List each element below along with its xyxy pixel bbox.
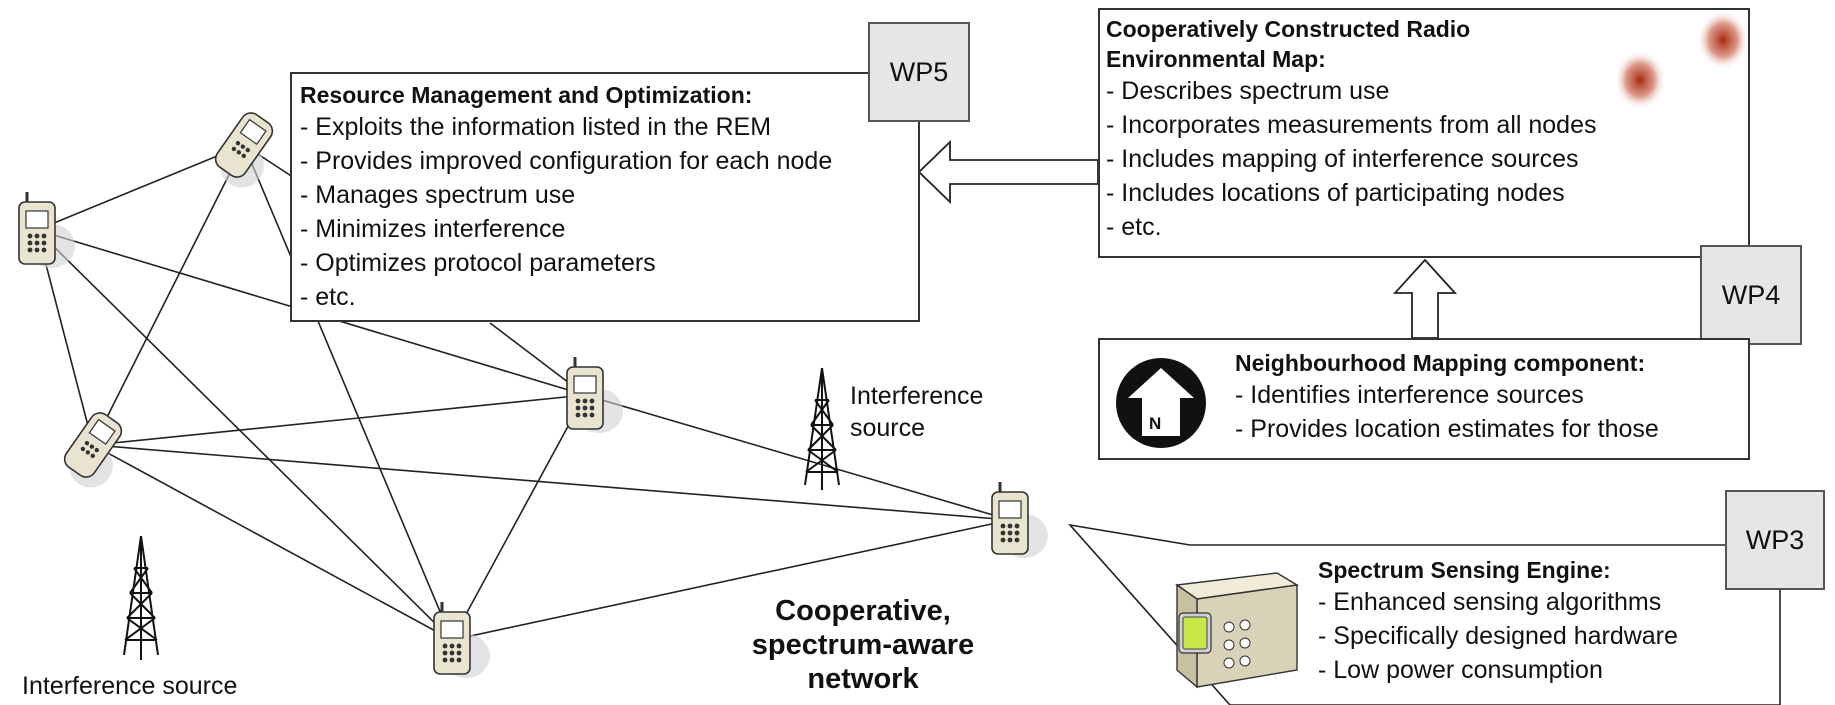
network-label-line: spectrum-aware: [751, 629, 975, 661]
resource-item: - Exploits the information listed in the…: [300, 113, 772, 141]
sensing-item: - Enhanced sensing algorithms: [1318, 588, 1662, 616]
mobile-phone-icon: [566, 357, 623, 433]
north-arrow-icon: [1116, 358, 1206, 448]
rem-title-line: Environmental Map:: [1106, 46, 1326, 72]
resource-management-title: Resource Management and Optimization:: [300, 82, 753, 108]
wp4-badge: WP4: [1700, 245, 1802, 345]
rem-item: - Includes mapping of interference sourc…: [1106, 145, 1579, 173]
neighbourhood-to-rem-arrow: [1392, 258, 1458, 339]
interference-source-label: Interference source: [850, 380, 983, 444]
tower-icon: [123, 535, 159, 660]
mobile-phone-icon: [214, 112, 274, 188]
network-label: Cooperative, spectrum-aware network: [738, 594, 988, 696]
spectrum-sensing-block: Spectrum Sensing Engine: - Enhanced sens…: [1318, 555, 1678, 687]
rem-item: - Includes locations of participating no…: [1106, 179, 1565, 207]
resource-item: - Manages spectrum use: [300, 181, 576, 209]
network-label-line: Cooperative,: [775, 595, 951, 627]
rem-item: - Describes spectrum use: [1106, 77, 1390, 105]
link: [451, 519, 1011, 641]
resource-item: - Provides improved configuration for ea…: [300, 147, 833, 175]
wp3-badge: WP3: [1725, 490, 1825, 590]
link: [36, 144, 245, 231]
resource-item: - Minimizes interference: [300, 215, 566, 243]
wp5-badge: WP5: [868, 22, 970, 122]
interference-label-line: Interference: [850, 382, 984, 410]
tower-icon: [804, 367, 840, 490]
interference-label-line: source: [850, 414, 926, 442]
sensing-item: - Specifically designed hardware: [1318, 622, 1678, 650]
link: [92, 444, 1011, 521]
link: [36, 229, 453, 641]
network-links: [36, 144, 1011, 641]
link: [92, 144, 245, 446]
resource-management-box: Resource Management and Optimization: - …: [290, 72, 920, 322]
mobile-phone-icon: [433, 602, 490, 678]
spectrum-analyzer-icon: [1175, 572, 1300, 689]
rem-heatmap-image: [1618, 10, 1746, 110]
rem-item: - Incorporates measurements from all nod…: [1106, 111, 1597, 139]
link: [584, 394, 1011, 521]
rem-title-line: Cooperatively Constructed Radio: [1106, 16, 1471, 42]
link: [92, 444, 453, 641]
resource-item: - Optimizes protocol parameters: [300, 249, 656, 277]
resource-item: - etc.: [300, 283, 356, 311]
network-label-line: network: [807, 663, 919, 695]
neighbourhood-title: Neighbourhood Mapping component:: [1235, 350, 1646, 376]
link: [451, 394, 586, 641]
north-arrow-letter: N: [1149, 414, 1162, 433]
neighbourhood-mapping-box: N Neighbourhood Mapping component: - Ide…: [1098, 338, 1750, 460]
neighbourhood-item: - Identifies interference sources: [1235, 381, 1584, 409]
spectrum-sensing-title: Spectrum Sensing Engine:: [1318, 557, 1611, 583]
link: [243, 144, 453, 641]
neighbourhood-item: - Provides location estimates for those: [1235, 415, 1659, 443]
link: [92, 394, 586, 446]
interference-source-label-left: Interference source: [22, 672, 238, 700]
mobile-phone-icon: [18, 192, 75, 268]
mobile-phone-icon: [63, 412, 123, 488]
mobile-phone-icon: [991, 482, 1048, 558]
sensing-item: - Low power consumption: [1318, 656, 1603, 684]
rem-item: - etc.: [1106, 213, 1162, 241]
rem-to-resource-arrow: [917, 139, 1099, 205]
